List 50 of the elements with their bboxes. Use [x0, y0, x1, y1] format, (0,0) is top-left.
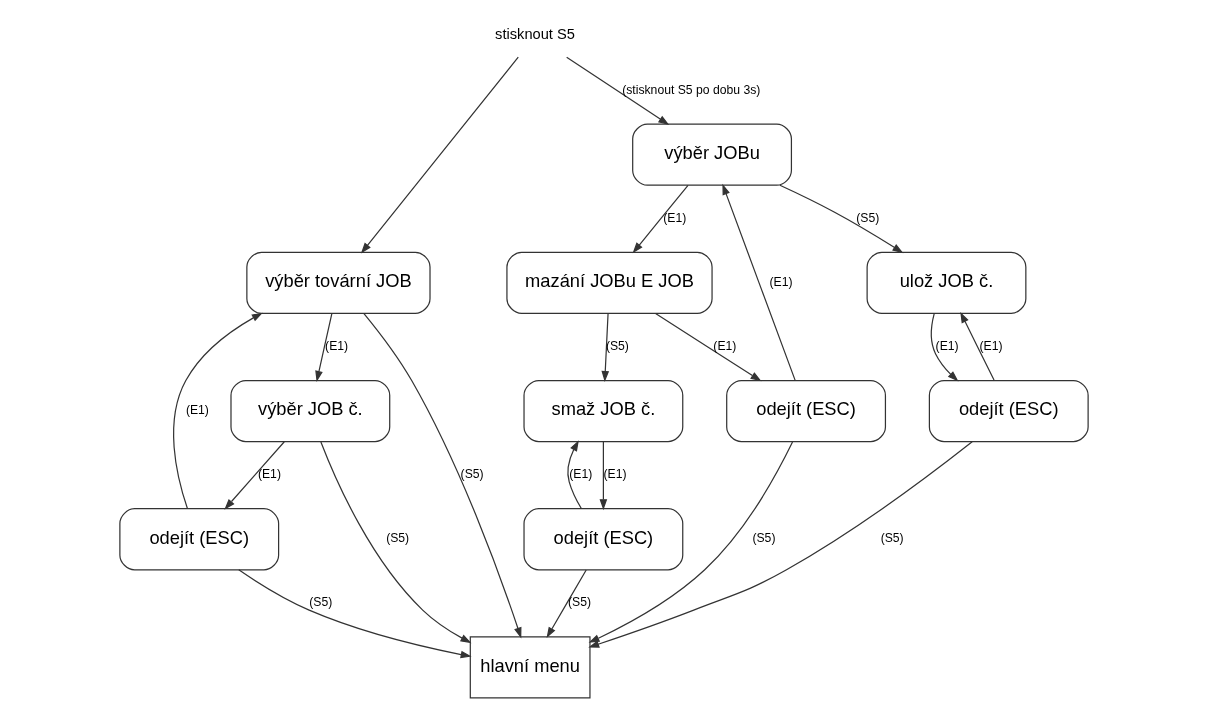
node-box: odejít (ESC) [523, 508, 684, 571]
edge-label: (E1) [935, 339, 959, 354]
node-box: hlavní menu [469, 636, 591, 699]
edge-label: (S5) [386, 531, 410, 546]
arrow [655, 312, 762, 382]
arrow [315, 312, 333, 382]
edge-label: (E1) [185, 403, 209, 418]
edge-label: (E1) [769, 274, 793, 289]
edge-label: (E1) [603, 467, 627, 482]
node-box: mazání JOBu E JOB [506, 251, 713, 314]
node-box: výběr tovární JOB [246, 251, 431, 314]
arrow [173, 312, 263, 510]
arrow [320, 441, 472, 644]
node-box: odejít (ESC) [119, 508, 280, 571]
arrow [722, 183, 796, 381]
edge-label: (E1) [325, 339, 349, 354]
node-box: ulož JOB č. [866, 251, 1027, 314]
arrow [960, 311, 995, 381]
arrow [588, 441, 794, 643]
edge-label: (S5) [568, 595, 592, 610]
edge-label: (E1) [979, 339, 1003, 354]
arrow [930, 313, 959, 382]
arrow [779, 184, 904, 254]
edge-label: (S5) [309, 595, 333, 610]
arrow [546, 569, 587, 639]
arrow [238, 569, 472, 659]
arrow [632, 184, 689, 254]
arrow [601, 312, 610, 382]
node-box: smaž JOB č. [523, 379, 684, 443]
edge-label: (S5) [880, 531, 904, 546]
arrow [567, 440, 582, 510]
node-text: stisknout S5 [495, 25, 575, 42]
node-box: výběr JOB č. [230, 379, 391, 443]
edge-label: (S5) [752, 531, 776, 546]
edge-label: (E1) [257, 467, 281, 482]
node-box: odejít (ESC) [928, 379, 1089, 443]
arrow [360, 56, 519, 254]
node-box: výběr JOBu [632, 123, 793, 186]
edge-label: (E1) [663, 210, 687, 225]
arrow [599, 441, 608, 511]
edge-label: (S5) [856, 210, 880, 225]
arrow [588, 441, 973, 648]
arrow [566, 56, 670, 126]
arrow [224, 441, 285, 510]
edge-label: (E1) [569, 467, 593, 482]
edge-label: (stisknout S5 po dobu 3s) [622, 82, 761, 97]
arrow [363, 312, 522, 639]
edge-label: (S5) [460, 467, 484, 482]
edge-label: (E1) [713, 339, 737, 354]
node-box: odejít (ESC) [726, 379, 887, 443]
